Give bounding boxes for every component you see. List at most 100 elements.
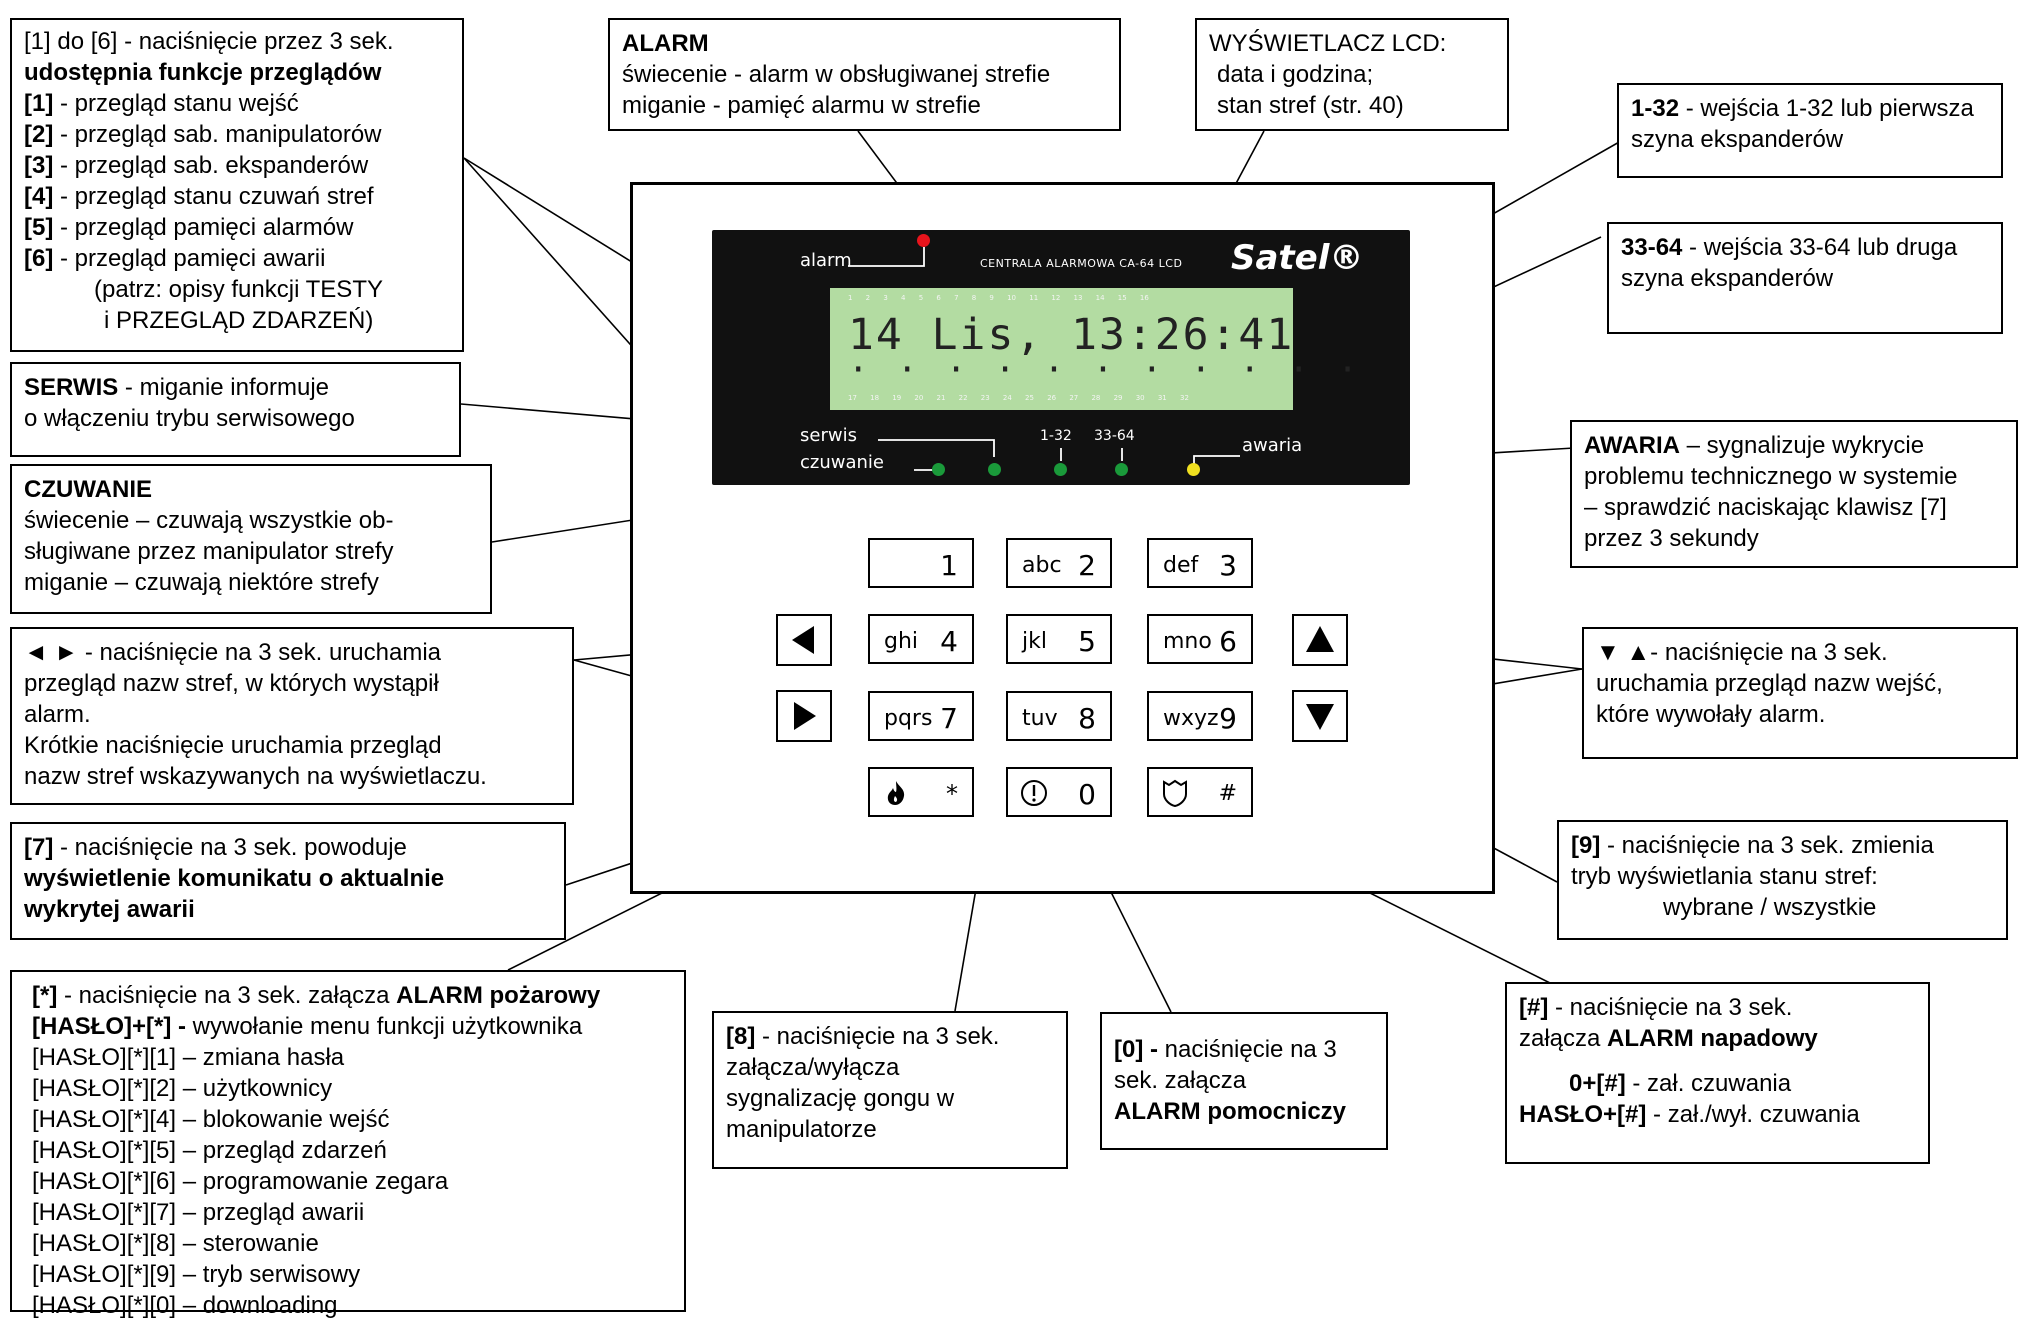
exclamation-circle-icon — [1021, 780, 1047, 806]
key-4[interactable]: ghi 4 — [868, 614, 974, 664]
star-item: [HASŁO][*][0] – downloading — [32, 1292, 338, 1319]
updown-line2: uruchamia przegląd nazw wejść, — [1596, 670, 1943, 697]
star-text: - naciśnięcie na 3 sek. załącza — [57, 982, 397, 1009]
review-key: [3] — [24, 152, 54, 179]
left-arrow-button[interactable] — [776, 614, 832, 666]
review-text: - przegląd pamięci alarmów — [53, 214, 354, 241]
key-digit: 2 — [1078, 549, 1096, 582]
awaria-key: AWARIA — [1584, 432, 1680, 459]
lcd-line2: stan stref (str. 40) — [1217, 92, 1404, 119]
star-text2: wywołanie menu funkcji użytkownika — [185, 1013, 583, 1040]
alarm-title: ALARM — [622, 30, 709, 57]
zones-1-32-led — [1054, 463, 1067, 476]
key-0[interactable]: 0 — [1006, 767, 1112, 817]
star-item: [HASŁO][*][9] – tryb serwisowy — [32, 1261, 361, 1288]
model-label: CENTRALA ALARMOWA CA-64 LCD — [980, 257, 1183, 270]
review-text: - przegląd stanu czuwań stref — [53, 183, 374, 210]
key7-bold1: wyświetlenie komunikatu o aktualnie — [24, 865, 445, 892]
key-letters: tuv — [1022, 706, 1058, 731]
key-letters: def — [1163, 553, 1199, 578]
key9-line2: tryb wyświetlania stanu stref: — [1571, 863, 1878, 890]
right-arrow-button[interactable] — [776, 690, 832, 742]
key-digit: 9 — [1219, 702, 1237, 735]
key-digit: 6 — [1219, 625, 1237, 658]
hash-line2a: załącza — [1519, 1025, 1608, 1052]
key-1[interactable]: 1 — [868, 538, 974, 588]
lcd-bottom-zone-numbers: 17 18 19 20 21 22 23 24 25 26 27 28 29 3… — [848, 394, 1189, 402]
fire-icon — [887, 781, 905, 805]
serwis-led — [988, 463, 1001, 476]
updown-line3: które wywołały alarm. — [1596, 701, 1826, 728]
star-key2: [HASŁO]+[*] - — [32, 1013, 186, 1040]
leftright-line4: Krótkie naciśnięcie uruchamia przegląd — [24, 732, 442, 759]
star-item: [HASŁO][*][5] – przegląd zdarzeń — [32, 1137, 387, 1164]
callout-key-9: [9] - naciśnięcie na 3 sek. zmienia tryb… — [1557, 820, 2008, 940]
review-line1: [1] do [6] - naciśnięcie przez 3 sek. — [24, 28, 394, 55]
czuwanie-led — [932, 463, 945, 476]
shield-icon — [1163, 779, 1187, 808]
awaria-line4: przez 3 sekundy — [1584, 525, 1759, 552]
alarm-label: alarm — [800, 250, 852, 271]
awaria-text: – sygnalizuje wykrycie — [1680, 432, 1925, 459]
leftright-line5: nazw stref wskazywanych na wyświetlaczu. — [24, 763, 487, 790]
key7-key: [7] — [24, 834, 54, 861]
review-text: - przegląd stanu wejść — [53, 90, 299, 117]
review-key: [5] — [24, 214, 54, 241]
zones2-panel-label: 33-64 — [1094, 428, 1135, 444]
callout-zones-1-32: 1-32 - wejścia 1-32 lub pierwsza szyna e… — [1617, 83, 2003, 178]
review-key: [4] — [24, 183, 54, 210]
lcd-zone-status: · · · · · · · · · · · — [848, 350, 1362, 390]
down-arrow-button[interactable] — [1292, 690, 1348, 742]
zones1-key: 1-32 — [1631, 95, 1680, 122]
key0-line2: sek. załącza — [1114, 1067, 1247, 1094]
serwis-label: serwis — [800, 425, 857, 446]
zones1-line2: szyna ekspanderów — [1631, 126, 1844, 153]
lcd-line1: data i godzina; — [1217, 61, 1374, 88]
key-letters: jkl — [1022, 629, 1047, 654]
review-text: - przegląd sab. ekspanderów — [53, 152, 369, 179]
key-hash[interactable]: # — [1147, 767, 1253, 817]
key0-bold: ALARM pomocniczy — [1114, 1098, 1347, 1125]
star-item: [HASŁO][*][6] – programowanie zegara — [32, 1168, 449, 1195]
key9-text: - naciśnięcie na 3 sek. zmienia — [1600, 832, 1934, 859]
key8-text: - naciśnięcie na 3 sek. — [755, 1023, 1000, 1050]
review-text: - przegląd sab. manipulatorów — [53, 121, 382, 148]
leftright-line3: alarm. — [24, 701, 91, 728]
up-arrow-button[interactable] — [1292, 614, 1348, 666]
review-key: [2] — [24, 121, 54, 148]
star-item: [HASŁO][*][4] – blokowanie wejść — [32, 1106, 390, 1133]
callout-star-user-menu: [*] - naciśnięcie na 3 sek. załącza ALAR… — [10, 970, 686, 1319]
awaria-led — [1187, 463, 1200, 476]
review-text: - przegląd pamięci awarii — [53, 245, 326, 272]
up-arrow-icon — [1306, 626, 1334, 652]
key-letters: pqrs — [884, 706, 933, 731]
callout-up-down-arrows: ▼ ▲- naciśnięcie na 3 sek. uruchamia prz… — [1582, 627, 2018, 759]
key8-line4: manipulatorze — [726, 1116, 877, 1143]
alarm-line1: świecenie - alarm w obsługiwanej strefie — [622, 61, 1051, 88]
zones2-key: 33-64 — [1621, 234, 1683, 261]
serwis-text: - miganie informuje — [118, 374, 329, 401]
leftright-line2: przegląd nazw stref, w których wystąpił — [24, 670, 439, 697]
czuwanie-label: czuwanie — [800, 452, 884, 473]
key-8[interactable]: tuv 8 — [1006, 691, 1112, 741]
key8-key: [8] — [726, 1023, 756, 1050]
callout-review-functions: [1] do [6] - naciśnięcie przez 3 sek. ud… — [10, 18, 464, 352]
key-letters: ghi — [884, 629, 919, 654]
zones2-text: - wejścia 33-64 lub druga — [1682, 234, 1958, 261]
key0-text: naciśnięcie na 3 — [1158, 1036, 1337, 1063]
key-star[interactable]: * — [868, 767, 974, 817]
key-digit: 4 — [940, 625, 958, 658]
key-digit: 0 — [1078, 778, 1096, 811]
czuwanie-title: CZUWANIE — [24, 476, 152, 503]
key9-line3: wybrane / wszystkie — [1663, 894, 1877, 921]
key-letters: wxyz — [1163, 706, 1219, 731]
key-digit: 8 — [1078, 702, 1096, 735]
review-key: [1] — [24, 90, 54, 117]
awaria-line3: – sprawdzić naciskając klawisz [7] — [1584, 494, 1947, 521]
